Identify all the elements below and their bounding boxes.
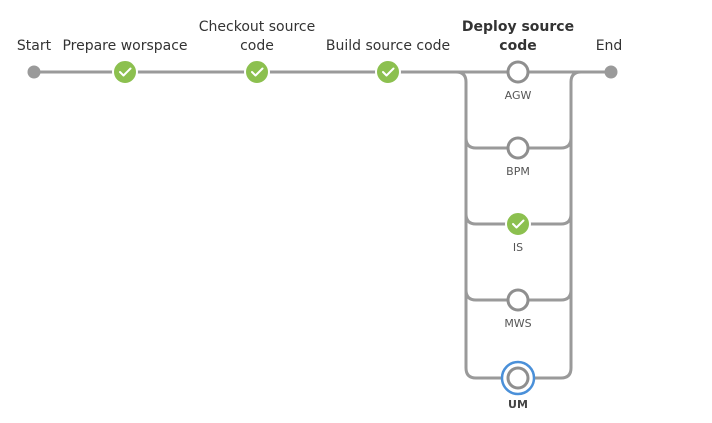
branch-node-agw[interactable] — [506, 60, 530, 84]
branch-node-is[interactable] — [505, 211, 531, 237]
branch-connector-right — [518, 367, 573, 380]
end-node[interactable] — [604, 65, 618, 79]
branch-connector-left — [464, 137, 518, 150]
parallel-left-rail — [455, 70, 468, 368]
success-badge — [244, 59, 270, 85]
stage-node[interactable] — [112, 59, 138, 85]
branch-connector-left — [464, 213, 518, 226]
branch-label: UM — [508, 398, 528, 411]
parallel-stage-label-line: Deploy source — [462, 19, 574, 35]
stage-label-line: Prepare worspace — [62, 38, 187, 54]
stage-label: Prepare worspace — [62, 38, 187, 54]
stage-node[interactable] — [375, 59, 401, 85]
branch-node-mws[interactable] — [506, 288, 530, 312]
stage-label-line: Checkout source — [199, 19, 315, 35]
branch-connector-right — [518, 213, 573, 226]
branch-connector-right — [518, 289, 573, 302]
branch-label: IS — [513, 241, 523, 254]
parallel-stage-label-line: code — [499, 38, 536, 54]
stage-node[interactable] — [244, 59, 270, 85]
pending-badge — [506, 136, 530, 160]
end-label: End — [596, 38, 623, 54]
branch-node-bpm[interactable] — [506, 136, 530, 160]
branch-label: AGW — [505, 89, 532, 102]
stage-label: Checkout source code — [199, 19, 315, 54]
stage-label-line: code — [240, 38, 274, 54]
check-icon — [251, 67, 264, 77]
check-icon — [382, 67, 395, 77]
check-icon — [119, 67, 132, 77]
parallel-right-rail — [569, 70, 582, 368]
pipeline-labels: Start End Prepare worspace Checkout source c… — [17, 19, 622, 411]
running-badge — [506, 366, 530, 390]
pending-badge — [506, 288, 530, 312]
check-icon — [512, 219, 525, 229]
start-node[interactable] — [27, 65, 41, 79]
stage-label: Build source code — [326, 38, 450, 54]
success-badge — [375, 59, 401, 85]
branch-label: BPM — [506, 165, 530, 178]
success-badge — [505, 211, 531, 237]
pending-badge — [506, 60, 530, 84]
branch-connector-right — [518, 137, 573, 150]
start-label: Start — [17, 38, 52, 54]
branch-connector-left — [464, 289, 518, 302]
parallel-stage-label: Deploy source code — [462, 19, 574, 54]
branch-label: MWS — [504, 317, 531, 330]
branch-node-um[interactable] — [500, 360, 536, 396]
success-badge — [112, 59, 138, 85]
branch-connector-left — [464, 367, 518, 380]
pipeline-nodes — [27, 59, 618, 396]
stage-label-line: Build source code — [326, 38, 450, 54]
